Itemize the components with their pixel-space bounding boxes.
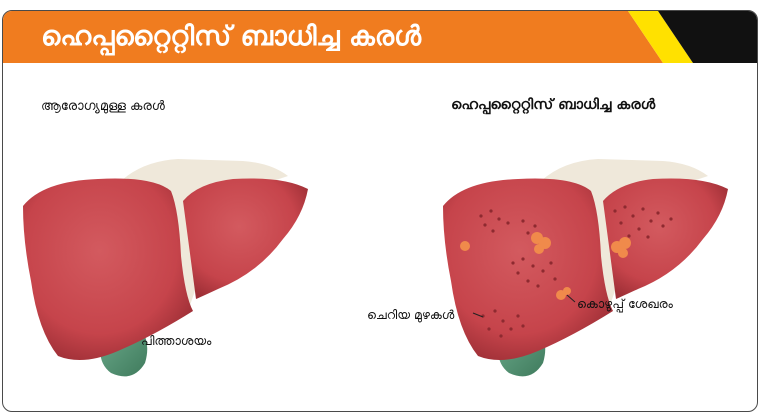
gallbladder-label: പിത്താശയം xyxy=(141,333,211,349)
healthy-liver-label: ആരോഗ്യമുള്ള കരൾ xyxy=(41,99,165,114)
hepatitis-liver xyxy=(443,159,728,376)
nodules-label: ചെറിയ മുഴകൾ xyxy=(367,307,454,323)
hepatitis-liver-right-lobe xyxy=(443,179,613,361)
healthy-liver-left-lobe xyxy=(183,178,308,299)
hepatitis-liver-label: ഹെപ്പറ്റൈറ്റിസ് ബാധിച്ച കരൾ xyxy=(451,97,655,113)
diagram-frame: ഹെപ്പറ്റൈറ്റിസ് ബാധിച്ച കരൾ xyxy=(2,10,758,412)
fat-deposit-label: കൊഴുപ്പ് ശേഖരം xyxy=(577,296,673,312)
liver-illustrations xyxy=(3,11,758,412)
